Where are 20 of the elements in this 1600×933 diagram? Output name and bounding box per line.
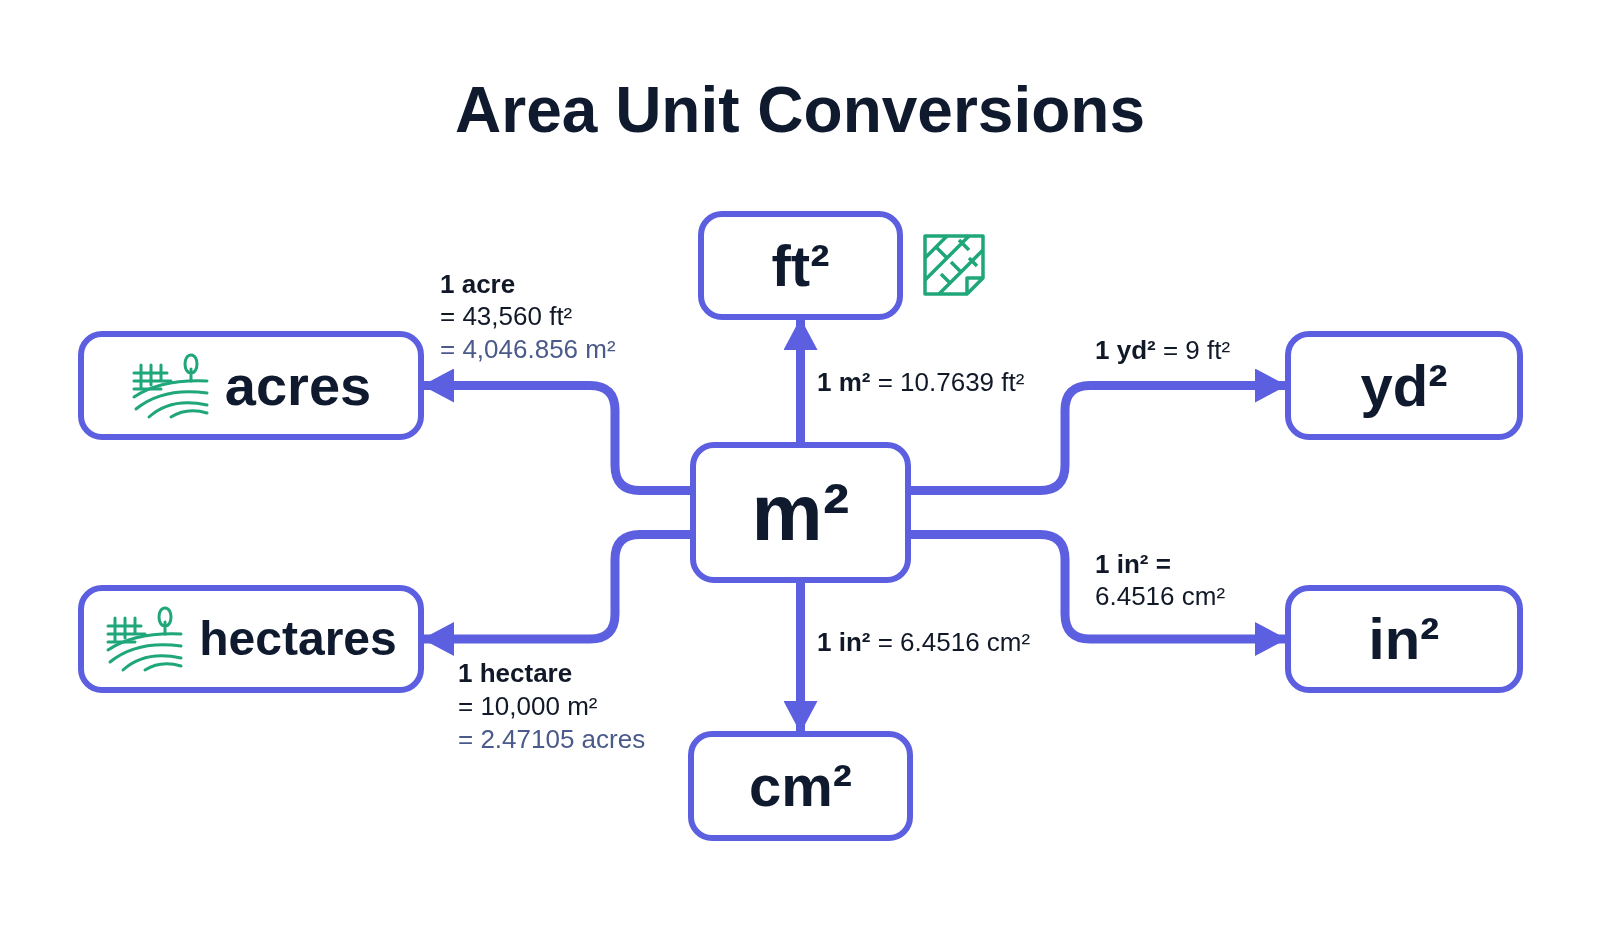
unit-box [1285, 331, 1523, 440]
unit-name: cm² [748, 757, 853, 815]
unit-name: m² [751, 472, 850, 553]
arrow [911, 368, 1287, 495]
unit-name: hectares [199, 615, 397, 663]
unit-box [690, 442, 911, 583]
unit-box [1285, 585, 1523, 693]
arrow [422, 368, 690, 495]
title: Area Unit Conversions [455, 78, 1145, 142]
arrow [911, 530, 1287, 656]
unit-box [698, 211, 903, 320]
unit-box [688, 731, 913, 841]
unit-name: ft² [771, 236, 830, 295]
arrow [783, 583, 818, 733]
unit-box [78, 585, 424, 693]
arrow [422, 530, 690, 656]
unit-box [78, 331, 424, 440]
arrow [783, 318, 818, 442]
unit-name: in² [1368, 610, 1440, 668]
unit-name: acres [224, 357, 372, 414]
